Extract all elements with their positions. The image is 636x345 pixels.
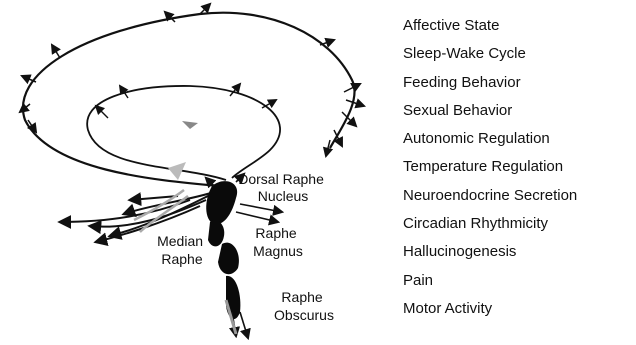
function-item: Affective State bbox=[403, 12, 577, 40]
outer-projection-arc bbox=[23, 13, 355, 186]
raphe-magnus-nucleus bbox=[218, 243, 239, 275]
dorsal-raphe-label-line1: Dorsal Raphe bbox=[238, 171, 324, 187]
raphe-nuclei bbox=[206, 181, 240, 319]
raphe-obscurus-label: Raphe Obscurus bbox=[274, 289, 334, 323]
function-item: Pain bbox=[403, 267, 577, 295]
central-grey-marker bbox=[182, 121, 198, 129]
dorsal-raphe-label: Dorsal Raphe Nucleus bbox=[238, 171, 328, 204]
function-item: Neuroendocrine Secretion bbox=[403, 182, 577, 210]
function-item: Motor Activity bbox=[403, 295, 577, 323]
median-raphe-label-line1: Median bbox=[157, 233, 203, 249]
dorsal-raphe-nucleus bbox=[206, 181, 237, 224]
raphe-magnus-label-line2: Magnus bbox=[253, 243, 303, 259]
median-raphe-nucleus bbox=[208, 220, 224, 246]
function-item: Sleep-Wake Cycle bbox=[403, 40, 577, 68]
function-item: Autonomic Regulation bbox=[403, 125, 577, 153]
function-item: Temperature Regulation bbox=[403, 153, 577, 181]
raphe-magnus-label: Raphe Magnus bbox=[253, 225, 303, 259]
median-raphe-label: Median Raphe bbox=[157, 233, 207, 267]
dorsal-raphe-label-line2: Nucleus bbox=[258, 188, 309, 204]
function-item: Sexual Behavior bbox=[403, 97, 577, 125]
raphe-magnus-label-line1: Raphe bbox=[255, 225, 296, 241]
function-item: Circadian Rhythmicity bbox=[403, 210, 577, 238]
outer-arc-arrows bbox=[20, 4, 364, 156]
function-item: Hallucinogenesis bbox=[403, 238, 577, 266]
raphe-obscurus-label-line2: Obscurus bbox=[274, 307, 334, 323]
function-list: Affective State Sleep-Wake Cycle Feeding… bbox=[403, 12, 577, 323]
raphe-obscurus-label-line1: Raphe bbox=[281, 289, 322, 305]
function-item: Feeding Behavior bbox=[403, 69, 577, 97]
median-raphe-label-line2: Raphe bbox=[161, 251, 202, 267]
inner-loop-arrows bbox=[96, 84, 276, 118]
